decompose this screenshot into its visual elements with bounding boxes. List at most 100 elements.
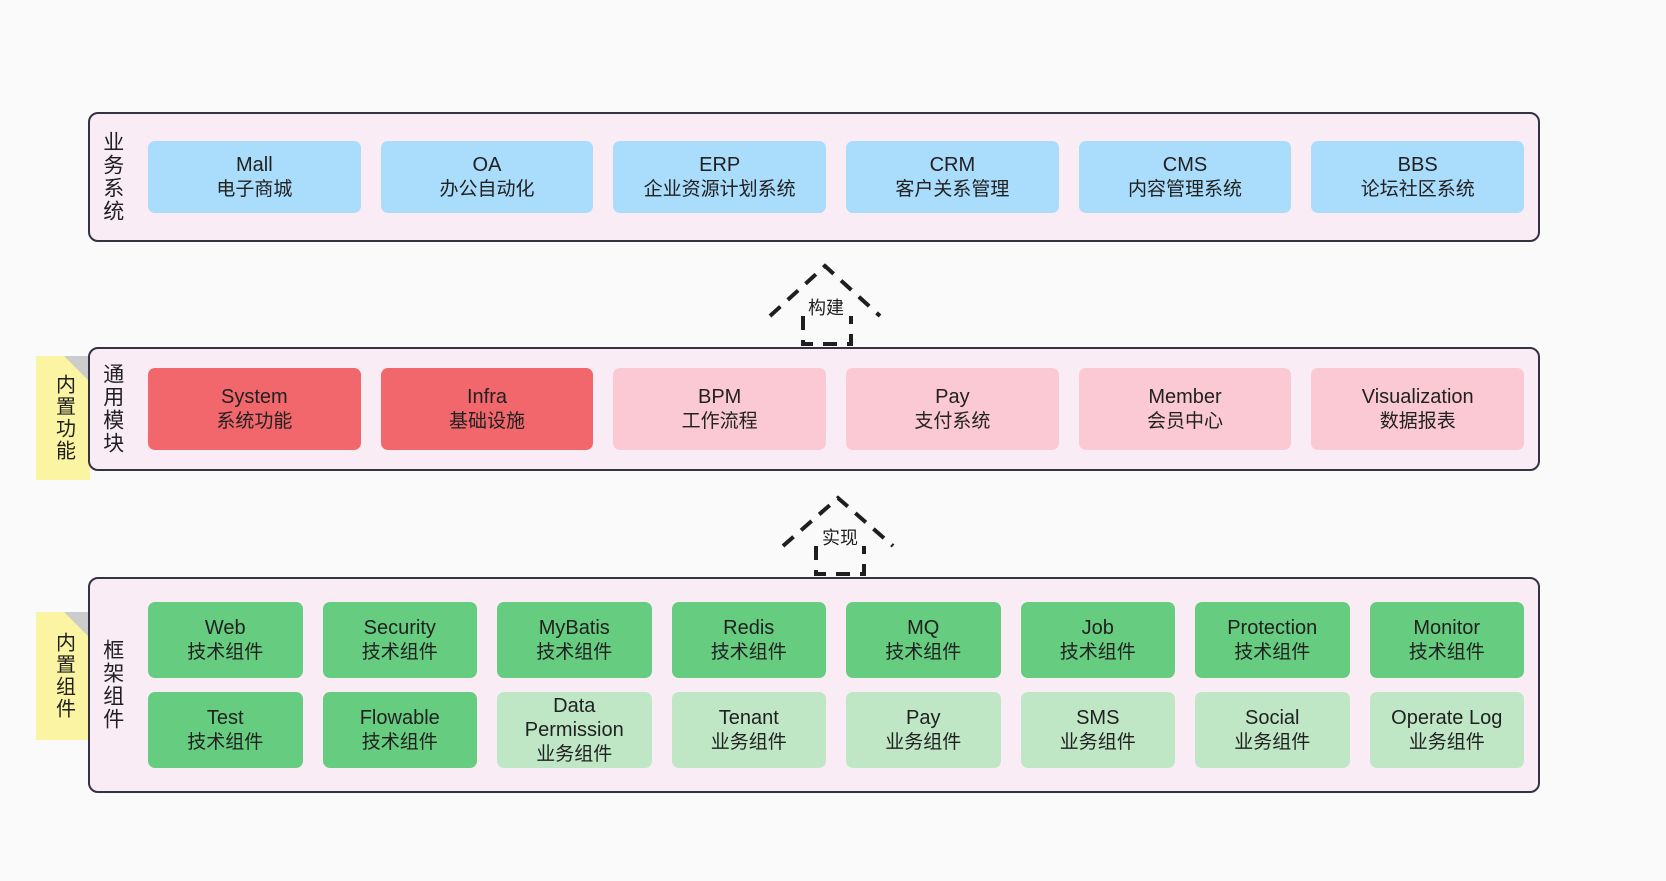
layer-title-business-system: 业务系统 [100,131,124,223]
card-title: BPM [698,386,742,409]
card-visualization[interactable]: Visualization 数据报表 [1311,368,1525,450]
card-subtitle: 技术组件 [1059,641,1136,663]
card-job[interactable]: Job 技术组件 [1020,602,1175,678]
card-title: Security [363,617,436,640]
card-title: ERP [699,154,741,177]
layer-body-business-system: Mall 电子商城 OA 办公自动化 ERP 企业资源计划系统 CRM 客户关系… [134,114,1538,240]
card-monitor[interactable]: Monitor 技术组件 [1369,602,1524,678]
card-subtitle: 业务组件 [710,731,787,753]
card-title: Member [1148,386,1222,409]
card-operate-log[interactable]: Operate Log 业务组件 [1369,692,1524,768]
card-subtitle: 会员中心 [1147,410,1224,432]
sticky-note-builtin-component: 内置组件 [36,612,90,740]
card-subtitle: 内容管理系统 [1128,178,1243,200]
card-protection[interactable]: Protection 技术组件 [1195,602,1350,678]
card-title: Flowable [359,707,440,730]
card-row: Mall 电子商城 OA 办公自动化 ERP 企业资源计划系统 CRM 客户关系… [148,141,1525,213]
card-title: BBS [1397,154,1438,177]
layer-body-common-module: System 系统功能 Infra 基础设施 BPM 工作流程 Pay 支付系统… [134,349,1538,469]
card-bpm[interactable]: BPM 工作流程 [613,368,827,450]
card-test[interactable]: Test 技术组件 [148,692,303,768]
card-subtitle: 业务组件 [1059,731,1136,753]
card-subtitle: 技术组件 [536,641,613,663]
card-subtitle: 电子商城 [216,178,293,200]
card-title: MQ [907,617,940,640]
card-title: Visualization [1361,386,1474,409]
card-title: Protection [1227,617,1318,640]
card-title: Job [1081,617,1114,640]
card-tenant[interactable]: Tenant 业务组件 [671,692,826,768]
sticky-note-builtin-function: 内置功能 [36,356,90,480]
card-subtitle: 业务组件 [1408,731,1485,753]
card-mall[interactable]: Mall 电子商城 [148,141,361,213]
card-title: Redis [723,617,775,640]
card-row: System 系统功能 Infra 基础设施 BPM 工作流程 Pay 支付系统… [148,368,1525,450]
card-subtitle: 工作流程 [681,410,758,432]
card-subtitle: 论坛社区系统 [1360,178,1475,200]
card-subtitle: 技术组件 [710,641,787,663]
layer-title-common-module: 通用模块 [100,363,124,455]
card-subtitle: 技术组件 [361,641,438,663]
card-subtitle: 技术组件 [361,731,438,753]
sticky-note-label: 内置功能 [52,374,75,462]
card-title: Monitor [1413,617,1481,640]
card-title: MyBatis [538,617,610,640]
card-title: CRM [929,154,976,177]
layer-framework-component: 框架组件 Web 技术组件 Security 技术组件 MyBatis 技术组件… [88,577,1540,793]
layer-title-framework-component: 框架组件 [100,639,124,731]
card-title: Infra [466,386,508,409]
card-title: Web [204,617,246,640]
connector-build-label: 构建 [808,298,844,318]
card-subtitle: 业务组件 [885,731,962,753]
card-mq[interactable]: MQ 技术组件 [846,602,1001,678]
card-subtitle: 企业资源计划系统 [643,178,796,200]
card-row: Web 技术组件 Security 技术组件 MyBatis 技术组件 Redi… [148,602,1524,678]
card-bbs[interactable]: BBS 论坛社区系统 [1311,141,1525,213]
card-title: Mall [236,154,273,177]
card-title: CMS [1162,154,1208,177]
card-web[interactable]: Web 技术组件 [148,602,303,678]
card-title: SMS [1076,707,1120,730]
card-subtitle: 技术组件 [885,641,962,663]
card-title: System [220,386,288,409]
card-subtitle: 业务组件 [1234,731,1311,753]
sticky-note-label: 内置组件 [52,632,75,720]
card-title: Social [1245,707,1300,730]
card-pay-component[interactable]: Pay 业务组件 [846,692,1001,768]
card-title: Test [206,707,244,730]
card-title: Operate Log [1391,707,1503,730]
card-member[interactable]: Member 会员中心 [1078,368,1292,450]
card-oa[interactable]: OA 办公自动化 [380,141,594,213]
card-security[interactable]: Security 技术组件 [322,602,477,678]
card-infra[interactable]: Infra 基础设施 [380,368,594,450]
card-erp[interactable]: ERP 企业资源计划系统 [613,141,827,213]
card-subtitle: 办公自动化 [439,178,535,200]
card-subtitle: 支付系统 [914,410,991,432]
card-sms[interactable]: SMS 业务组件 [1020,692,1175,768]
card-mybatis[interactable]: MyBatis 技术组件 [497,602,652,678]
card-social[interactable]: Social 业务组件 [1195,692,1350,768]
card-row: Test 技术组件 Flowable 技术组件 Data Permission … [148,692,1524,768]
card-system[interactable]: System 系统功能 [148,368,361,450]
card-title: OA [472,154,502,177]
card-pay-module[interactable]: Pay 支付系统 [846,368,1059,450]
card-title: Data Permission [524,695,624,742]
card-redis[interactable]: Redis 技术组件 [671,602,826,678]
card-subtitle: 客户关系管理 [895,178,1010,200]
layer-business-system: 业务系统 Mall 电子商城 OA 办公自动化 ERP 企业资源计划系统 CRM… [88,112,1540,242]
card-subtitle: 技术组件 [1408,641,1485,663]
card-subtitle: 数据报表 [1379,410,1456,432]
card-crm[interactable]: CRM 客户关系管理 [846,141,1059,213]
card-subtitle: 技术组件 [187,731,264,753]
card-title: Tenant [718,707,779,730]
card-flowable[interactable]: Flowable 技术组件 [322,692,477,768]
card-subtitle: 基础设施 [449,410,526,432]
connector-implement-label: 实现 [822,528,858,548]
card-cms[interactable]: CMS 内容管理系统 [1078,141,1292,213]
card-subtitle: 业务组件 [536,743,613,765]
card-subtitle: 技术组件 [187,641,264,663]
layer-common-module: 通用模块 System 系统功能 Infra 基础设施 BPM 工作流程 Pay… [88,347,1540,471]
card-subtitle: 系统功能 [216,410,293,432]
card-subtitle: 技术组件 [1234,641,1311,663]
card-data-permission[interactable]: Data Permission 业务组件 [497,692,652,768]
